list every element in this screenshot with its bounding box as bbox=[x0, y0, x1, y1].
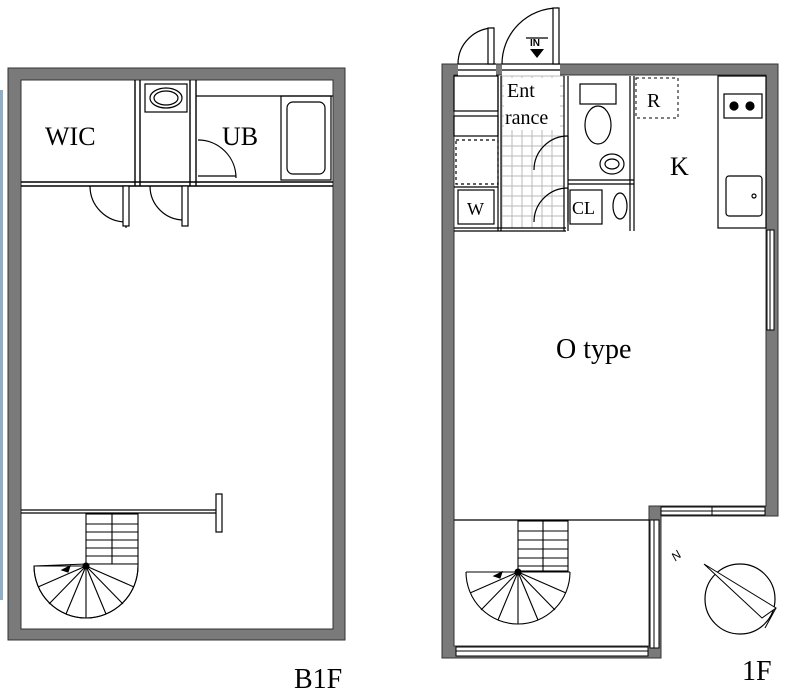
f1-refrigerator-space bbox=[635, 77, 679, 119]
f1-entrance-label-bg bbox=[504, 78, 560, 130]
b1f-outer-wall bbox=[7, 67, 346, 641]
f1-toilet-room bbox=[533, 76, 635, 231]
f1-plan: IN bbox=[441, 7, 779, 687]
b1f-level-label: B1F bbox=[294, 664, 342, 695]
f1-spiral-stair bbox=[465, 520, 571, 625]
b1f-plan: WIC UB B1F bbox=[7, 67, 346, 695]
f1-exterior-doors bbox=[457, 7, 560, 71]
b1f-partition bbox=[21, 80, 333, 187]
f1-in-marker-label: IN bbox=[530, 38, 540, 49]
f1-left-storage bbox=[453, 75, 566, 232]
b1f-spiral-stair bbox=[33, 513, 139, 619]
f1-refrigerator-label: R bbox=[647, 90, 661, 112]
f1-plan-type-label: O type bbox=[556, 334, 631, 365]
f1-right-window bbox=[766, 229, 775, 331]
f1-kitchen-label: K bbox=[670, 152, 689, 181]
f1-bottom-window bbox=[455, 646, 649, 657]
f1-washer-label: W bbox=[467, 199, 484, 219]
f1-entrance-label-2: rance bbox=[505, 107, 548, 129]
f1-side-window bbox=[649, 519, 660, 649]
f1-in-arrow-icon bbox=[530, 49, 544, 58]
b1f-washbasin bbox=[144, 83, 188, 113]
b1f-ub-label: UB bbox=[222, 122, 258, 151]
f1-entrance-label-1: Ent bbox=[507, 80, 535, 102]
b1f-ub-door bbox=[197, 139, 237, 179]
b1f-bathtub bbox=[196, 95, 333, 181]
b1f-wic-door bbox=[89, 185, 130, 228]
b1f-wic-label: WIC bbox=[45, 122, 96, 151]
f1-step-window bbox=[660, 506, 766, 516]
compass-icon bbox=[703, 563, 777, 635]
edge-strip bbox=[0, 90, 3, 600]
f1-kitchen-counter bbox=[717, 75, 767, 229]
f1-level-label: 1F bbox=[742, 656, 772, 687]
b1f-railing bbox=[21, 493, 223, 533]
f1-closet-label: CL bbox=[572, 198, 595, 218]
compass-north-label: N bbox=[668, 547, 684, 564]
b1f-toilet-door bbox=[149, 185, 189, 227]
